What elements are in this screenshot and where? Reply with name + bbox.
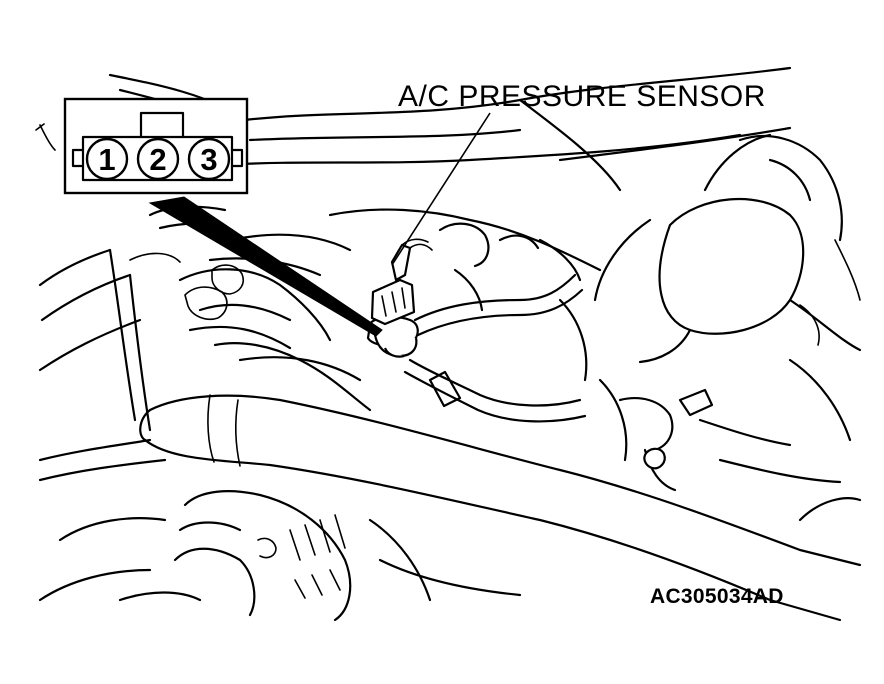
callout-leader-line	[391, 112, 491, 266]
sensor-callout-label: A/C PRESSURE SENSOR	[398, 80, 766, 113]
pin-number-3: 3	[200, 142, 217, 177]
connector-pointer	[148, 196, 383, 337]
figure-code: AC305034AD	[650, 585, 784, 608]
pin-number-1: 1	[98, 142, 115, 177]
connector-face-inset: 1 2 3	[63, 97, 249, 195]
pressure-sensor-illustration	[366, 238, 433, 358]
connector-pin-1	[85, 137, 129, 181]
connector-pin-3	[187, 137, 231, 181]
connector-pin-2	[136, 137, 180, 181]
engine-line-art	[35, 66, 862, 622]
pin-number-2: 2	[149, 142, 166, 177]
